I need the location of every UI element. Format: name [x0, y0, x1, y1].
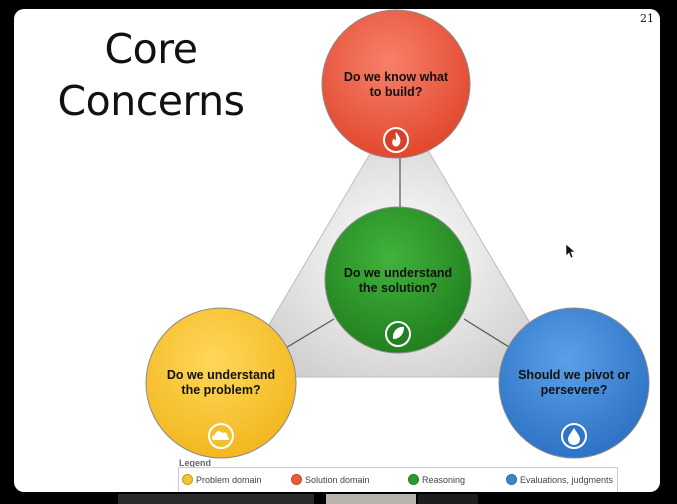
node-right-line2: persevere? — [541, 383, 608, 397]
legend-item-label: Problem domain — [196, 474, 262, 485]
cloud-icon — [208, 423, 234, 449]
legend-item-label: Solution domain — [305, 474, 370, 485]
node-left: Do we understand the problem? — [145, 307, 297, 459]
mouse-cursor-icon — [565, 243, 576, 259]
node-top-line1: Do we know what — [344, 70, 449, 84]
video-thumbnail[interactable] — [418, 494, 478, 504]
video-thumbnail[interactable] — [118, 494, 314, 504]
slide: 21 Core Concerns — [14, 9, 660, 492]
legend-item-label: Reasoning — [422, 474, 466, 485]
legend-item-evaluations: Evaluations, judgments — [506, 474, 613, 485]
video-thumbnail[interactable] — [326, 494, 416, 504]
node-center-line1: Do we understand — [344, 266, 452, 280]
legend-item-reasoning: Reasoning — [408, 474, 465, 485]
connector-left — [283, 318, 335, 350]
node-right-line1: Should we pivot or — [518, 368, 630, 382]
problem-domain-icon — [182, 474, 193, 485]
video-strip — [0, 492, 677, 504]
node-center: Do we understand the solution? — [324, 206, 472, 354]
concerns-diagram: Do we know what to build? Do we understa… — [145, 9, 650, 459]
node-left-line1: Do we understand — [167, 368, 275, 382]
solution-domain-icon — [291, 474, 302, 485]
flame-icon — [383, 127, 409, 153]
node-top: Do we know what to build? — [321, 9, 471, 159]
connector-right — [463, 318, 510, 348]
node-right: Should we pivot or persevere? — [498, 307, 650, 459]
legend-item-label: Evaluations, judgments — [520, 474, 614, 485]
evaluations-icon — [506, 474, 517, 485]
reasoning-icon — [408, 474, 419, 485]
legend-item-solution: Solution domain — [291, 474, 370, 485]
water-drop-icon — [561, 423, 587, 449]
node-top-line2: to build? — [370, 85, 423, 99]
legend-title: Legend — [179, 458, 212, 468]
legend: Legend Problem domain Solution domain Re… — [178, 457, 618, 492]
legend-item-problem: Problem domain — [182, 474, 262, 485]
node-left-line2: the problem? — [181, 383, 260, 397]
node-center-line2: the solution? — [359, 281, 437, 295]
leaf-icon — [385, 321, 411, 347]
slide-number: 21 — [640, 12, 654, 25]
legend-box: Problem domain Solution domain Reasoning… — [178, 467, 618, 492]
slide-title: Core Concerns — [57, 25, 245, 125]
